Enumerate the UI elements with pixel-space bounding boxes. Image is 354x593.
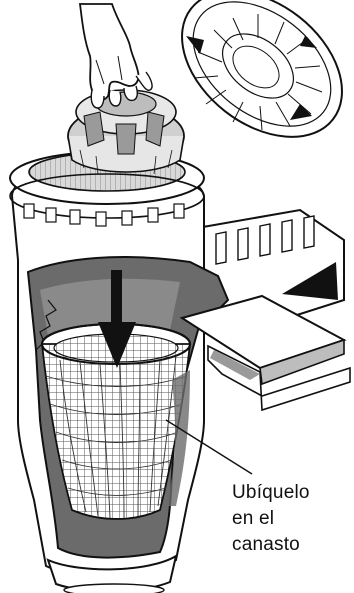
weir-flap: [182, 296, 350, 410]
caption: Ubíquelo en el canasto: [232, 480, 310, 558]
floater: [68, 90, 184, 174]
caption-line-1: Ubíquelo: [232, 480, 310, 506]
caption-line-2: en el: [232, 506, 310, 532]
skimmer-lid: [154, 0, 354, 167]
caption-line-3: canasto: [232, 532, 310, 558]
